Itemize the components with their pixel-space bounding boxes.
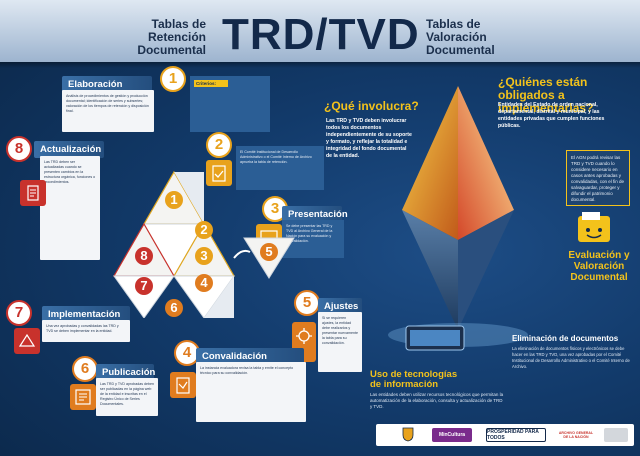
diagram-node-6 (165, 299, 183, 317)
step-elaboracion-text: Análisis de procedimientos de gestión y … (66, 94, 149, 113)
mincultura-logo: MinCultura (432, 428, 472, 442)
header-left-title: Tablas de Retención Documental (137, 17, 206, 57)
header-shadow (0, 62, 640, 68)
evaluation-note-text: El AGN podrá revisar las TRD y TVD cuand… (571, 155, 625, 202)
diagram-node-7 (135, 277, 153, 295)
diagram-label-7: 7 (140, 278, 148, 293)
step-implementacion-panel: Una vez aprobadas y convalidadas las TRD… (42, 320, 130, 342)
step-implementacion-title: Implementación (42, 306, 130, 323)
step-convalidacion-text: La instancia evaluadora revisa la tabla … (200, 366, 294, 375)
step-actualizacion-text: Las TRD deben ser actualizadas cuando se… (44, 160, 96, 184)
elimination-title: Eliminación de documentos (512, 334, 619, 343)
step-elaboracion-panel: Análisis de procedimientos de gestión y … (62, 90, 154, 132)
step-ajustes-text: Si se requieren ajustes, la entidad debe… (322, 316, 358, 345)
fold-arrow (233, 249, 251, 259)
step-presentacion-text: Se debe presentar las TRD y TVD al Archi… (286, 224, 333, 243)
evaluation-title: Evaluación y Valoración Documental (568, 250, 630, 283)
diagram-label-2: 2 (200, 222, 208, 237)
question-2-text: Entidades del Estado de orden nacional, … (498, 102, 605, 129)
diagram-node-2 (195, 221, 213, 239)
step-4-badge: 4 (174, 340, 200, 366)
diagram-label-5: 5 (265, 244, 273, 259)
step-7-badge: 7 (6, 300, 32, 326)
evaluation-note: El AGN podrá revisar las TRD y TVD cuand… (566, 150, 630, 206)
step-elaboracion-title: Elaboración (62, 76, 152, 93)
folder-icon (574, 206, 614, 246)
question-2-title: ¿Quiénes están obligados a implementarla… (498, 75, 594, 115)
tablet-icon (400, 322, 470, 354)
implementacion-icon (14, 328, 40, 354)
header-band (0, 0, 640, 62)
step-6-badge: 6 (72, 356, 98, 382)
convalidacion-icon (170, 372, 196, 398)
step-aprobacion-panel: El Comité Institucional de Desarrollo Ad… (236, 146, 324, 190)
step-actualizacion-title: Actualización (34, 141, 104, 158)
main-title: TRD/TVD (222, 10, 420, 59)
diagram-node-1 (165, 191, 183, 209)
diagram-node-4 (195, 274, 213, 292)
step-ajustes-title: Ajustes (318, 298, 362, 315)
step-convalidacion-panel: La instancia evaluadora revisa la tabla … (196, 362, 306, 422)
prosperidad-logo: PROSPERIDAD PARA TODOS (486, 428, 546, 442)
diagram-label-6: 6 (170, 300, 178, 315)
step-implementacion-text: Una vez aprobadas y convalidadas las TRD… (46, 324, 119, 333)
tech-text: Las entidades deben utilizar recursos te… (370, 392, 504, 409)
diagram-label-3: 3 (200, 248, 208, 263)
step-publicacion-panel: Las TRD y TVD aprobadas deben ser public… (96, 378, 158, 416)
publicacion-icon (70, 384, 96, 410)
ajustes-icon (292, 322, 316, 362)
diagram-node-3 (195, 247, 213, 265)
aprobacion-icon (206, 160, 232, 186)
step-ajustes-panel: Si se requieren ajustes, la entidad debe… (318, 312, 362, 372)
step-aprobacion-text: El Comité Institucional de Desarrollo Ad… (240, 150, 312, 164)
question-1-text: Las TRD y TVD deben involucrar todos los… (326, 118, 412, 159)
step-2-badge: 2 (206, 132, 232, 158)
step-5-badge: 5 (294, 290, 320, 316)
step-1-badge: 1 (160, 66, 186, 92)
process-diagram (112, 170, 295, 318)
elimination-text: La eliminación de documentos físicos y e… (512, 346, 630, 369)
step-publicacion-title: Publicación (96, 364, 155, 381)
criteria-label: Criterios: (194, 80, 228, 87)
agn-logo: ARCHIVO GENERAL DE LA NACIÓN (558, 428, 594, 442)
diagram-node-5 (260, 243, 278, 261)
header-right-title: Tablas de Valoración Documental (426, 17, 495, 57)
diagram-label-1: 1 (170, 192, 178, 207)
tech-title: Uso de tecnologías de información (370, 369, 458, 390)
step-presentacion-title: Presentación (282, 206, 348, 223)
step-actualizacion-panel: Las TRD deben ser actualizadas cuando se… (40, 156, 100, 260)
actualizacion-icon (20, 180, 46, 206)
agn-seal-icon (604, 428, 628, 442)
diagram-label-8: 8 (140, 248, 148, 263)
coat-of-arms-icon (400, 426, 416, 442)
criteria-panel: Criterios: (190, 76, 270, 132)
question-1-title: ¿Qué involucra? (324, 99, 419, 113)
diagram-label-4: 4 (200, 275, 208, 290)
step-publicacion-text: Las TRD y TVD aprobadas deben ser public… (100, 382, 155, 406)
step-convalidacion-title: Convalidación (196, 348, 304, 365)
step-8-badge: 8 (6, 136, 32, 162)
diagram-node-8 (135, 247, 153, 265)
